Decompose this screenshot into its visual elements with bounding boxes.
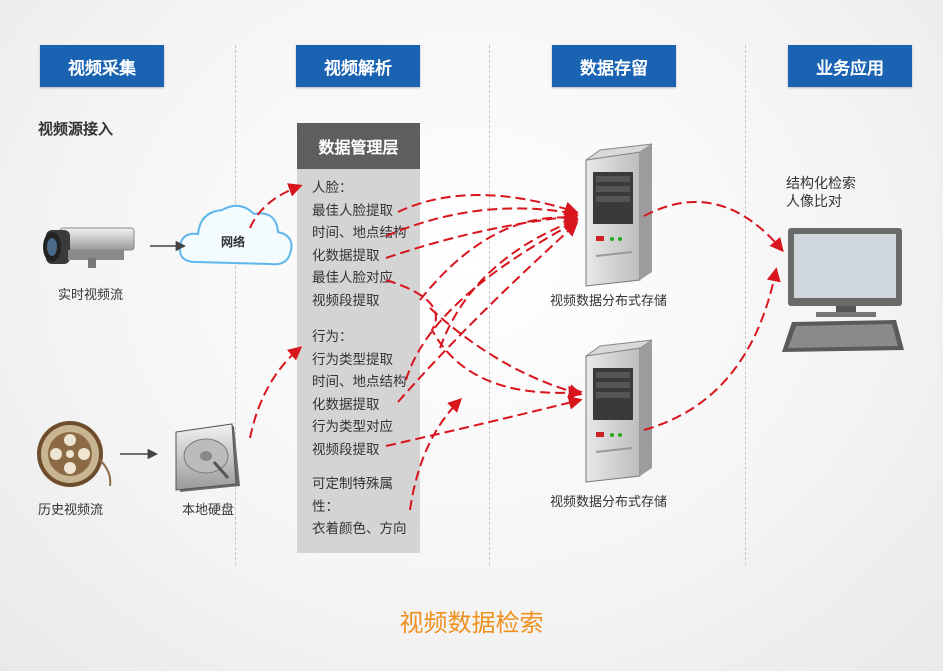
storage-label-1: 视频数据分布式存储 xyxy=(550,294,668,309)
column-header-analysis: 视频解析 xyxy=(296,45,420,87)
face-line: 最佳人脸提取 xyxy=(312,202,393,219)
face-line: 化数据提取 xyxy=(312,247,380,264)
face-line: 时间、地点结构 xyxy=(312,225,407,241)
disk-label: 本地硬盘 xyxy=(182,503,235,518)
behavior-line: 行为类型对应 xyxy=(312,419,393,435)
camera-label: 实时视频流 xyxy=(58,288,124,303)
data-management-panel: 数据管理层 人脸： 最佳人脸提取 时间、地点结构 化数据提取 最佳人脸对应 视频… xyxy=(297,123,420,553)
footer-title: 视频数据检索 xyxy=(399,609,544,637)
data-management-title: 数据管理层 xyxy=(297,123,420,169)
app-label-face-compare: 人像比对 xyxy=(786,194,842,210)
divider-1 xyxy=(235,45,236,565)
behavior-line: 行为： xyxy=(312,329,353,345)
custom-attr-line: 衣着颜色、方向 xyxy=(312,521,407,537)
app-label-structured-search: 结构化检索 xyxy=(786,176,856,192)
custom-attr-group: 可定制特殊属 性： 衣着颜色、方向 xyxy=(312,473,407,541)
hard-disk-icon xyxy=(175,423,240,492)
film-reel-icon xyxy=(37,421,112,487)
camera-icon xyxy=(43,227,135,268)
custom-attr-line: 性： xyxy=(312,498,339,515)
storage-label-2: 视频数据分布式存储 xyxy=(550,495,668,510)
film-label: 历史视频流 xyxy=(38,503,104,518)
behavior-group: 行为： 行为类型提取 时间、地点结构 化数据提取 行为类型对应 视频段提取 xyxy=(312,326,407,461)
custom-attr-line: 可定制特殊属 xyxy=(312,476,393,492)
server-icon-1 xyxy=(585,143,653,287)
column-header-capture: 视频采集 xyxy=(40,45,164,87)
server-icon-2 xyxy=(585,339,653,483)
column-header-application: 业务应用 xyxy=(788,45,912,87)
behavior-line: 行为类型提取 xyxy=(312,351,393,368)
flow-arrows xyxy=(249,183,784,511)
network-label: 网络 xyxy=(221,235,246,249)
face-line: 视频段提取 xyxy=(312,292,380,309)
face-line: 最佳人脸对应 xyxy=(312,270,393,286)
behavior-line: 时间、地点结构 xyxy=(312,374,407,390)
face-group: 人脸： 最佳人脸提取 时间、地点结构 化数据提取 最佳人脸对应 视频段提取 xyxy=(312,177,407,312)
input-arrows xyxy=(120,240,187,460)
face-line: 人脸： xyxy=(312,180,353,196)
divider-2 xyxy=(489,45,490,565)
computer-icon xyxy=(782,228,904,352)
behavior-line: 视频段提取 xyxy=(312,441,380,458)
column-header-storage: 数据存留 xyxy=(552,45,676,87)
behavior-line: 化数据提取 xyxy=(312,396,380,413)
divider-3 xyxy=(745,45,746,565)
source-section-label: 视频源接入 xyxy=(38,120,114,138)
